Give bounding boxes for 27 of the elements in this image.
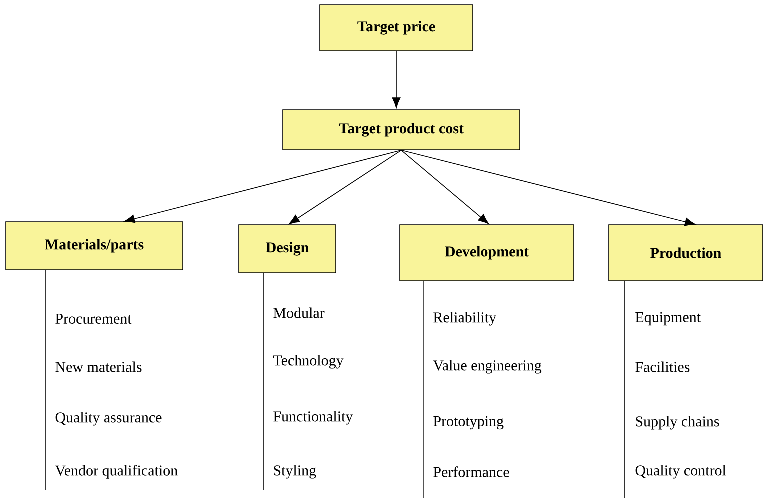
category-box: Target product cost	[282, 110, 520, 150]
item-text: Quality assurance	[56, 412, 162, 426]
item-text: Technology	[273, 355, 344, 369]
category-box: Development	[400, 224, 574, 282]
category-box: Design	[238, 224, 336, 274]
category-box: Production	[608, 224, 764, 282]
category-box: Materials/parts	[6, 222, 184, 270]
arrow	[288, 150, 402, 224]
arrow	[392, 51, 401, 108]
item-text: Prototyping	[434, 416, 504, 430]
item-text: Supply chains	[636, 416, 720, 430]
item-text: Modular	[274, 308, 325, 318]
item-text: Equipment	[636, 312, 701, 326]
item-text: Vendor qualification	[55, 465, 178, 479]
item-text: Quality control	[636, 465, 726, 479]
item-text: Styling	[274, 465, 316, 479]
item-text: Reliability	[434, 312, 496, 326]
arrow	[401, 150, 490, 224]
item-text: Value engineering	[433, 360, 542, 374]
category-box: Target price	[320, 4, 474, 52]
item-text: Performance	[434, 466, 510, 478]
arrow	[124, 150, 402, 224]
item-text: Functionality	[274, 411, 354, 425]
item-text: New materials	[56, 362, 142, 372]
arrow	[401, 150, 696, 226]
item-text: Procurement	[56, 314, 132, 324]
item-text: Facilities	[636, 362, 690, 372]
